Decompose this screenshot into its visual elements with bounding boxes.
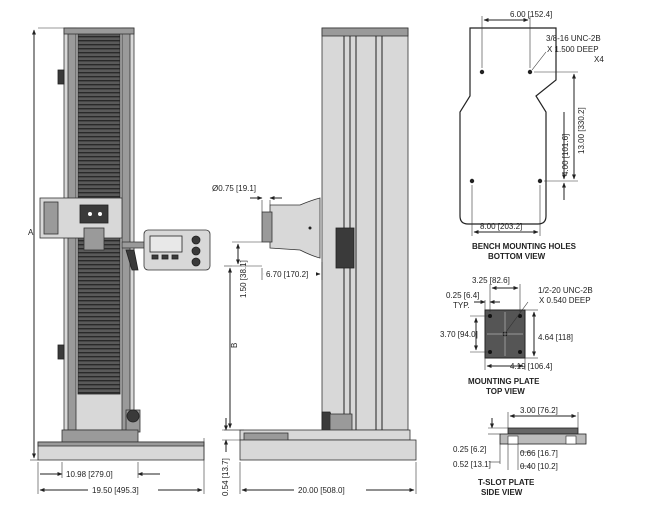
front-column-cap xyxy=(63,27,135,35)
dim-total-width: 19.50 [495.3] xyxy=(92,486,139,495)
dim-total-text-bg xyxy=(88,484,158,494)
front-plate xyxy=(61,429,139,443)
side-base xyxy=(239,439,417,461)
plate-width: 3.25 [82.6] xyxy=(472,276,510,285)
side-foot-switch xyxy=(329,413,353,433)
bench-caption-line1: BENCH MOUNTING HOLES xyxy=(472,242,577,251)
front-base-top xyxy=(37,441,205,447)
tslot-body xyxy=(499,433,587,445)
plate-typ: TYP. xyxy=(453,301,470,310)
front-gauge-button-mid xyxy=(191,246,201,256)
bench-thread-depth: X 1.500 DEEP xyxy=(547,45,599,54)
bench-hole-count: X4 xyxy=(594,55,604,64)
dim-2000-text-bg xyxy=(294,484,366,494)
front-gauge-key-3 xyxy=(171,254,179,260)
plate-hole-br xyxy=(518,350,522,354)
dim-b-label: B xyxy=(230,343,239,348)
bench-thread-leader xyxy=(531,51,547,71)
front-crosshead-mount xyxy=(83,227,105,251)
tslot-d066: 0.66 [16.7] xyxy=(520,449,558,458)
bench-hole-bottom-left xyxy=(469,178,475,184)
front-gauge-display xyxy=(149,235,183,253)
front-crosshead-screw-2 xyxy=(98,212,102,216)
dim-base-width: 10.98 [279.0] xyxy=(66,470,113,479)
bench-height-1300: 13.00 [330.2] xyxy=(577,107,586,154)
plate-hole-tr xyxy=(518,314,522,318)
front-crosshead-block xyxy=(79,204,109,224)
front-crosshead-plate xyxy=(43,201,59,235)
tslot-caption-line2: SIDE VIEW xyxy=(481,488,523,497)
front-gauge-key-2 xyxy=(161,254,169,260)
plate-height-left: 3.70 [94.0] xyxy=(440,330,478,339)
front-gauge-key-1 xyxy=(151,254,159,260)
tslot-width: 3.00 [76.2] xyxy=(520,406,558,415)
plate-thread-leader xyxy=(505,301,529,333)
front-handwheel xyxy=(126,409,140,423)
bench-mounting-holes-view: 6.00 [152.4] 3/8-16 UNC-2B X 1.500 DEEP … xyxy=(459,10,604,261)
plate-width-bottom: 4.19 [106.4] xyxy=(510,362,552,371)
tslot-caption-line1: T-SLOT PLATE xyxy=(478,478,535,487)
side-view: Ø0.75 [19.1] 1.50 [38.1] 6.70 [170.2] B … xyxy=(212,27,417,496)
side-crosshead-clamp xyxy=(335,227,355,269)
tslot-slot-right xyxy=(565,435,577,445)
front-gauge-button-up xyxy=(191,235,201,245)
tslot-top-plate xyxy=(507,427,579,435)
plate-edge: 0.25 [6.4] xyxy=(446,291,479,300)
bench-thread: 3/8-16 UNC-2B xyxy=(546,34,601,43)
dim-a-label: A xyxy=(28,228,34,237)
bench-hole-top-right xyxy=(527,69,533,75)
front-gauge-clamp xyxy=(125,249,139,271)
dim-height-150: 1.50 [38.1] xyxy=(239,260,248,298)
dim-depth-670: 6.70 [170.2] xyxy=(266,270,308,279)
side-column xyxy=(321,27,409,431)
front-left-knob-upper xyxy=(57,69,65,85)
plate-caption-line1: MOUNTING PLATE xyxy=(468,377,540,386)
tslot-d025: 0.25 [6.2] xyxy=(453,445,486,454)
side-hook-adapter xyxy=(261,211,273,243)
side-column-cap xyxy=(321,27,409,37)
plate-height-right: 4.64 [118] xyxy=(538,333,573,342)
tslot-d052: 0.52 [13.1] xyxy=(453,460,491,469)
plate-thread: 1/2-20 UNC-2B xyxy=(538,286,593,295)
plate-hole-tl xyxy=(488,314,492,318)
bench-caption-line2: BOTTOM VIEW xyxy=(488,252,546,261)
tslot-plate-view: 3.00 [76.2] 0.25 [6.2] 0.66 [16.7] 0.40 … xyxy=(453,406,587,497)
front-column-right-rail xyxy=(121,27,131,431)
bench-width-bottom: 8.00 [203.2] xyxy=(480,222,522,231)
side-crosshead xyxy=(269,197,321,259)
dim-depth-total: 20.00 [508.0] xyxy=(298,486,345,495)
tslot-d040: 0.40 [10.2] xyxy=(520,462,558,471)
dim-base-height: 0.54 [13.7] xyxy=(221,458,230,496)
bench-width-top: 6.00 [152.4] xyxy=(510,10,552,19)
front-left-knob-lower xyxy=(57,344,65,360)
plate-hole-bl xyxy=(488,350,492,354)
bench-hole-bottom-right xyxy=(537,178,543,184)
bench-height-400: 4.00 [101.6] xyxy=(561,134,570,176)
front-view: A 10.98 [279.0] 19.50 [495.3] xyxy=(28,27,211,495)
bench-base-outline xyxy=(459,27,557,225)
dim-670-text-bg xyxy=(264,268,316,278)
side-crosshead-hole xyxy=(308,226,312,230)
bench-hole-top-left xyxy=(479,69,485,75)
plate-caption-line2: TOP VIEW xyxy=(486,387,525,396)
plate-thread-depth: X 0.540 DEEP xyxy=(539,296,591,305)
front-gauge-arm xyxy=(121,241,147,249)
front-gauge-button-down xyxy=(191,257,201,267)
tslot-slot-left xyxy=(507,435,519,445)
mounting-plate-view: 3.25 [82.6] 0.25 [6.4] TYP. 1/2-20 UNC-2… xyxy=(440,276,593,396)
front-crosshead-screw-1 xyxy=(88,212,92,216)
dim-diameter: Ø0.75 [19.1] xyxy=(212,184,256,193)
